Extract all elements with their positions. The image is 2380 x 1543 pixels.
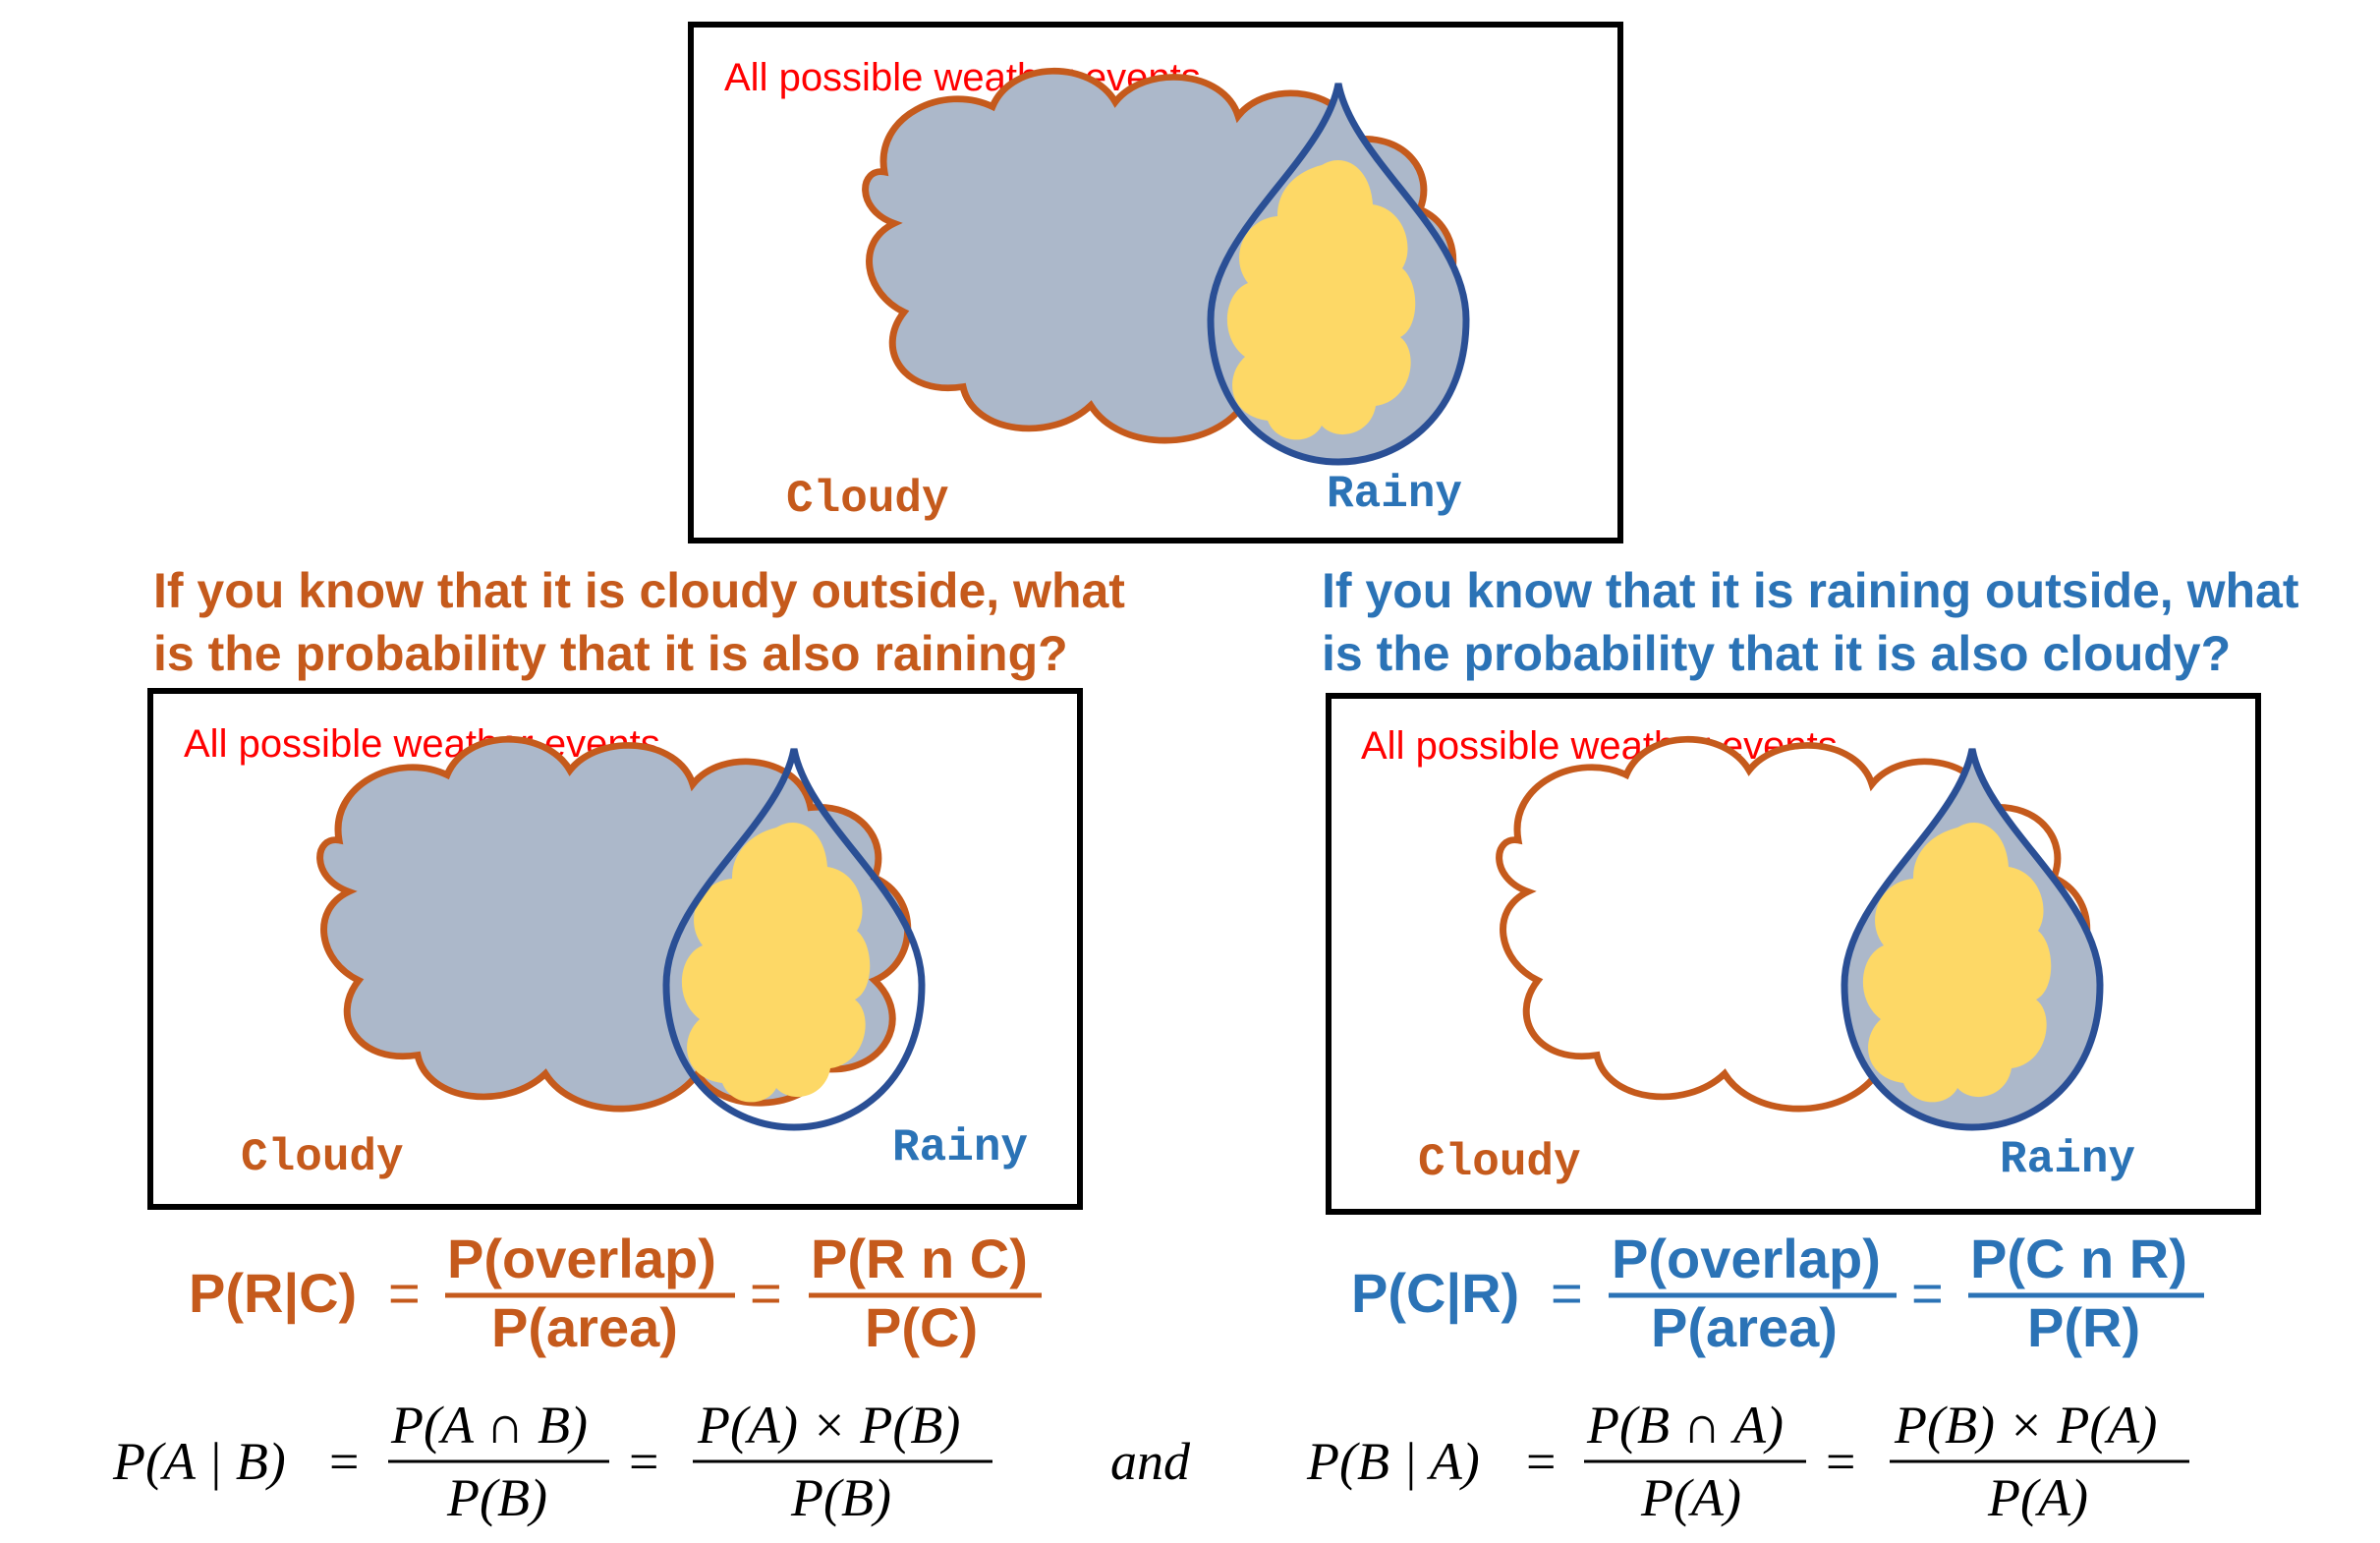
right-formula: P(C|R) = P(overlap) P(area) = P(C n R) P…	[1351, 1228, 2204, 1358]
bayes-right-num1: P(B ∩ A)	[1586, 1396, 1784, 1455]
bayes-right-num2: P(B) × P(A)	[1894, 1396, 2157, 1455]
bayes-right-eq2: =	[1826, 1432, 1855, 1491]
bayes-right-den1: P(A)	[1640, 1468, 1741, 1527]
left-formula-eq1: =	[388, 1262, 421, 1324]
bayes-conjunction: and	[1110, 1432, 1191, 1491]
right-cloudy-label: Cloudy	[1418, 1137, 1581, 1188]
left-formula-num2: P(R n C)	[811, 1228, 1028, 1289]
right-rainy-label: Rainy	[2000, 1134, 2135, 1185]
top-cloudy-label: Cloudy	[786, 474, 949, 525]
left-rainy-label: Rainy	[892, 1122, 1028, 1173]
bayes-left: P(A | B) = P(A ∩ B) P(B) = P(A) × P(B) P…	[112, 1396, 992, 1527]
right-question-line2: is the probability that it is also cloud…	[1322, 626, 2231, 681]
left-cloudy-label: Cloudy	[241, 1132, 404, 1183]
top-rainy-label: Rainy	[1327, 469, 1462, 520]
left-formula-eq2: =	[750, 1262, 782, 1324]
bayes-left-den2: P(B)	[790, 1468, 891, 1527]
bayes-left-eq2: =	[629, 1432, 658, 1491]
right-formula-den1: P(area)	[1651, 1296, 1838, 1358]
left-panel: If you know that it is cloudy outside, w…	[147, 563, 1125, 1358]
bayes-left-den1: P(B)	[446, 1468, 547, 1527]
right-formula-lhs: P(C|R)	[1351, 1262, 1519, 1325]
left-formula: P(R|C) = P(overlap) P(area) = P(R n C) P…	[189, 1228, 1042, 1358]
bayes-left-num2: P(A) × P(B)	[697, 1396, 960, 1455]
right-formula-num1: P(overlap)	[1612, 1228, 1881, 1289]
right-question-line1: If you know that it is raining outside, …	[1322, 563, 2299, 618]
left-formula-num1: P(overlap)	[447, 1228, 716, 1289]
right-formula-eq1: =	[1551, 1262, 1583, 1324]
right-formula-num2: P(C n R)	[1970, 1228, 2187, 1289]
bayes-right-lhs: P(B | A)	[1306, 1432, 1480, 1491]
bayes-formulas: P(A | B) = P(A ∩ B) P(B) = P(A) × P(B) P…	[112, 1396, 2189, 1527]
bayes-left-eq1: =	[329, 1432, 359, 1491]
bayes-right-eq1: =	[1526, 1432, 1556, 1491]
left-formula-den1: P(area)	[491, 1296, 678, 1358]
bayes-right-den2: P(A)	[1987, 1468, 2088, 1527]
bayes-left-num1: P(A ∩ B)	[390, 1396, 588, 1455]
left-question-line2: is the probability that it is also raini…	[153, 626, 1068, 681]
left-question-line1: If you know that it is cloudy outside, w…	[153, 563, 1125, 618]
right-formula-den2: P(R)	[2027, 1296, 2140, 1358]
right-formula-eq2: =	[1911, 1262, 1944, 1324]
left-formula-den2: P(C)	[865, 1296, 978, 1358]
right-panel: If you know that it is raining outside, …	[1322, 563, 2299, 1358]
bayes-left-lhs: P(A | B)	[112, 1432, 286, 1491]
left-formula-lhs: P(R|C)	[189, 1262, 357, 1325]
bayes-right: P(B | A) = P(B ∩ A) P(A) = P(B) × P(A) P…	[1306, 1396, 2189, 1527]
top-panel: All possible weather events Cloudy Rainy	[688, 22, 1623, 543]
